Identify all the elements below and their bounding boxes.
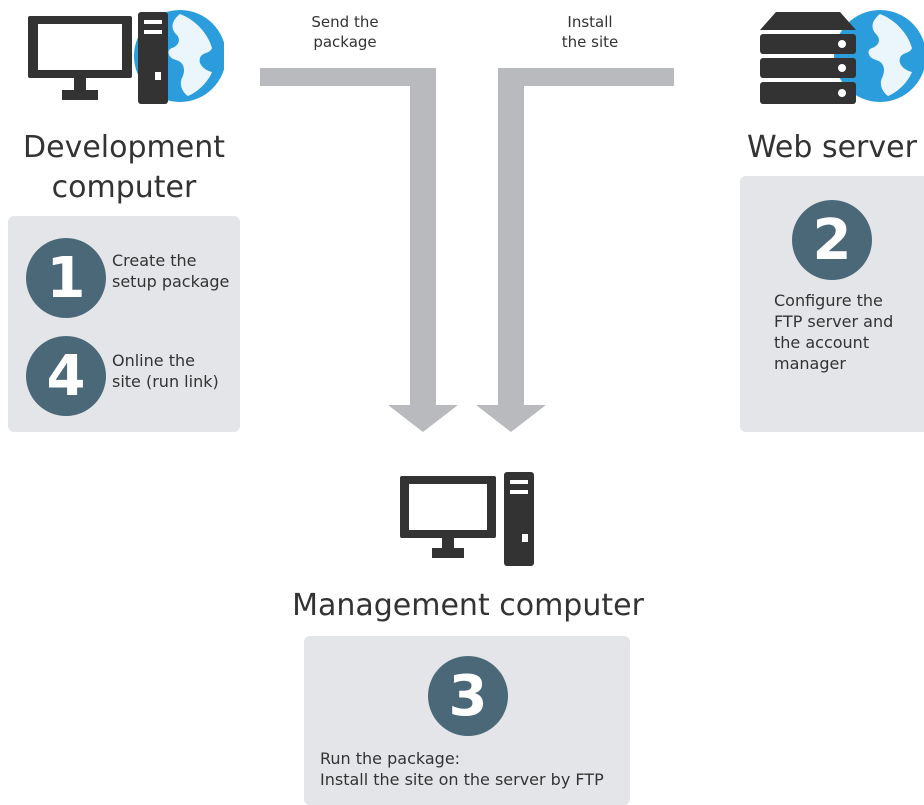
step-2-text: Configure the FTP server and the account…	[774, 290, 893, 374]
step-1-badge: 1	[26, 238, 106, 318]
web-server-title: Web server	[747, 130, 917, 165]
step-2-text-line2: FTP server and	[774, 312, 894, 331]
globe-icon	[834, 10, 924, 102]
management-computer-icon	[400, 472, 534, 566]
install-site-label: Install the site	[540, 12, 640, 52]
install-site-label-line2: the site	[561, 33, 619, 51]
development-title-line2: computer	[51, 170, 197, 205]
step-1-text-line2: setup package	[112, 272, 230, 291]
install-site-arrow	[476, 68, 674, 432]
step-2-text-line4: manager	[774, 354, 846, 373]
development-steps-box: 1 Create the setup package 4 Online the …	[8, 216, 240, 432]
management-step-box: 3 Run the package: Install the site on t…	[304, 636, 630, 805]
step-3-text-line1: Run the package:	[320, 749, 461, 768]
development-title-line1: Development	[23, 130, 225, 165]
step-2-badge: 2	[792, 200, 872, 280]
step-4-text-line2: site (run link)	[112, 372, 219, 391]
send-package-label: Send the package	[295, 12, 395, 52]
development-computer-icon	[28, 10, 224, 104]
web-server-icon	[760, 10, 924, 104]
step-3-text: Run the package: Install the site on the…	[320, 748, 604, 790]
step-3-badge: 3	[428, 656, 508, 736]
send-package-arrow	[260, 68, 458, 432]
step-4-badge: 4	[26, 336, 106, 416]
step-4-text: Online the site (run link)	[112, 350, 219, 392]
development-computer-title: Development computer	[8, 128, 240, 208]
web-server-step-box: 2 Configure the FTP server and the accou…	[740, 176, 924, 432]
send-package-label-line2: package	[313, 33, 377, 51]
install-site-label-line1: Install	[567, 13, 613, 31]
step-2-text-line3: the account	[774, 333, 870, 352]
step-4-text-line1: Online the	[112, 351, 195, 370]
step-2-text-line1: Configure the	[774, 291, 883, 310]
management-computer-title: Management computer	[292, 588, 644, 623]
step-1-text: Create the setup package	[112, 250, 229, 292]
send-package-label-line1: Send the	[311, 13, 379, 31]
step-3-text-line2: Install the site on the server by FTP	[320, 770, 604, 789]
step-1-text-line1: Create the	[112, 251, 197, 270]
